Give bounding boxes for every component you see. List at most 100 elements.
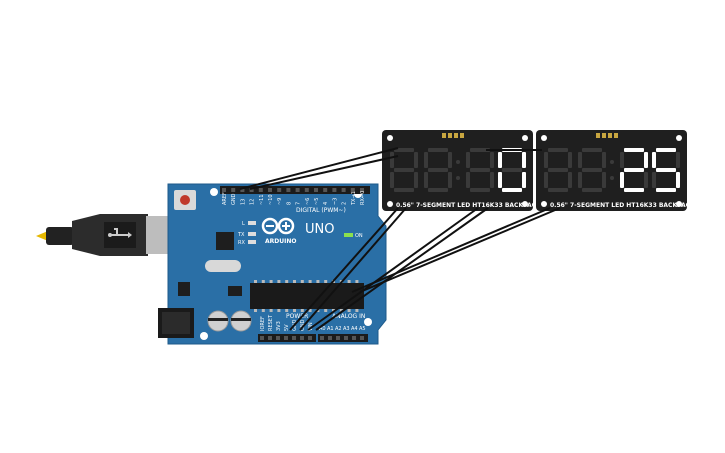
segment-c [676, 172, 680, 188]
segment-g [502, 168, 522, 172]
header-pin[interactable] [336, 336, 340, 340]
usb-icon [108, 228, 132, 238]
wire-gnd[interactable] [299, 207, 407, 331]
display-pin[interactable] [602, 133, 606, 138]
header-pin[interactable] [258, 188, 263, 192]
segment-g [548, 168, 568, 172]
header-pin[interactable] [328, 336, 332, 340]
analog-header[interactable] [318, 334, 368, 342]
segment-a [428, 148, 448, 152]
wire-bridge-b[interactable] [359, 207, 561, 293]
header-pin[interactable] [277, 188, 282, 192]
display-pin[interactable] [608, 133, 612, 138]
pin-label: A5 [359, 326, 366, 332]
led-on [344, 233, 353, 237]
header-pin[interactable] [286, 188, 291, 192]
pin-label: 4 [323, 202, 329, 205]
digit-4 [498, 148, 526, 192]
segment-c [644, 172, 648, 188]
header-pin[interactable] [323, 188, 328, 192]
pin-label: 8 [286, 202, 292, 205]
segment-e [390, 172, 394, 188]
header-pin[interactable] [320, 336, 324, 340]
digital-header[interactable] [220, 186, 370, 194]
wire-bridge-a[interactable] [351, 207, 551, 293]
header-pin[interactable] [276, 336, 280, 340]
digit-4 [652, 148, 680, 192]
header-pin[interactable] [344, 336, 348, 340]
header-pin[interactable] [284, 336, 288, 340]
header-pin[interactable] [341, 188, 346, 192]
wire-scl[interactable] [249, 155, 399, 190]
pin-label: 12 [250, 199, 256, 205]
pin-label: 3V3 [276, 321, 282, 331]
segment-b [602, 152, 606, 168]
mounting-hole [387, 135, 393, 141]
display-pin[interactable] [460, 133, 464, 138]
usb-cable[interactable] [36, 214, 174, 256]
header-pin[interactable] [268, 188, 272, 192]
header-pin[interactable] [249, 188, 254, 192]
mounting-hole [522, 135, 528, 141]
wire-vcc[interactable] [289, 207, 399, 331]
power-header[interactable] [258, 334, 316, 342]
header-pin[interactable] [268, 336, 272, 340]
header-pin[interactable] [295, 188, 300, 192]
pin-label: RX←0 [360, 191, 366, 205]
segment-g [470, 168, 490, 172]
pin-label: 2 [342, 202, 348, 205]
segment-d [502, 188, 522, 192]
header-pin[interactable] [260, 336, 264, 340]
mounting-hole [200, 332, 208, 340]
mounting-hole [210, 188, 218, 196]
digit-1 [544, 148, 572, 192]
mounting-hole [522, 201, 528, 207]
mounting-hole [676, 201, 682, 207]
pin-label: ~3 [332, 198, 338, 205]
header-pin[interactable] [352, 336, 356, 340]
display-pin[interactable] [596, 133, 600, 138]
display-pin[interactable] [448, 133, 452, 138]
pin-label: A1 [327, 326, 334, 332]
seven-segment-display-1[interactable]: 0.56" 7-SEGMENT LED HT16K33 BACKPACK [382, 130, 541, 211]
header-pin[interactable] [222, 188, 226, 192]
display-pin[interactable] [614, 133, 618, 138]
segment-f [390, 152, 394, 168]
power-jack-opening [162, 312, 190, 334]
segment-d [394, 188, 414, 192]
header-pin[interactable] [308, 336, 312, 340]
header-pin[interactable] [231, 188, 236, 192]
usb-plug-tip [36, 231, 48, 241]
reset-button-cap[interactable] [180, 195, 190, 205]
header-pin[interactable] [240, 188, 245, 192]
wire-display2[interactable] [315, 207, 489, 331]
display-pin[interactable] [442, 133, 446, 138]
header-pin[interactable] [360, 188, 364, 192]
display-label: 0.56" 7-SEGMENT LED HT16K33 BACKPACK [396, 202, 541, 209]
digit-3 [620, 148, 648, 192]
segment-b [490, 152, 494, 168]
digit-1 [390, 148, 418, 192]
digital-header-label: DIGITAL (PWM~) [296, 207, 346, 214]
seven-segment-display-2[interactable]: 0.56" 7-SEGMENT LED HT16K33 BACKPACK [536, 130, 695, 211]
header-pin[interactable] [360, 336, 364, 340]
segment-g [394, 168, 414, 172]
header-pin[interactable] [332, 188, 337, 192]
mounting-hole [387, 201, 393, 207]
segment-c [490, 172, 494, 188]
display-pin[interactable] [454, 133, 458, 138]
wires[interactable] [239, 147, 561, 331]
segment-c [414, 172, 418, 188]
segment-f [620, 152, 624, 168]
wire-sda[interactable] [239, 147, 399, 190]
wire-display1[interactable] [307, 207, 479, 331]
header-pin[interactable] [300, 336, 304, 340]
header-pin[interactable] [304, 188, 309, 192]
led-rx [248, 240, 256, 244]
header-pin[interactable] [314, 188, 318, 192]
header-pin[interactable] [292, 336, 296, 340]
segment-d [470, 188, 490, 192]
header-pin[interactable] [350, 188, 355, 192]
pin-label: ~6 [305, 198, 311, 205]
